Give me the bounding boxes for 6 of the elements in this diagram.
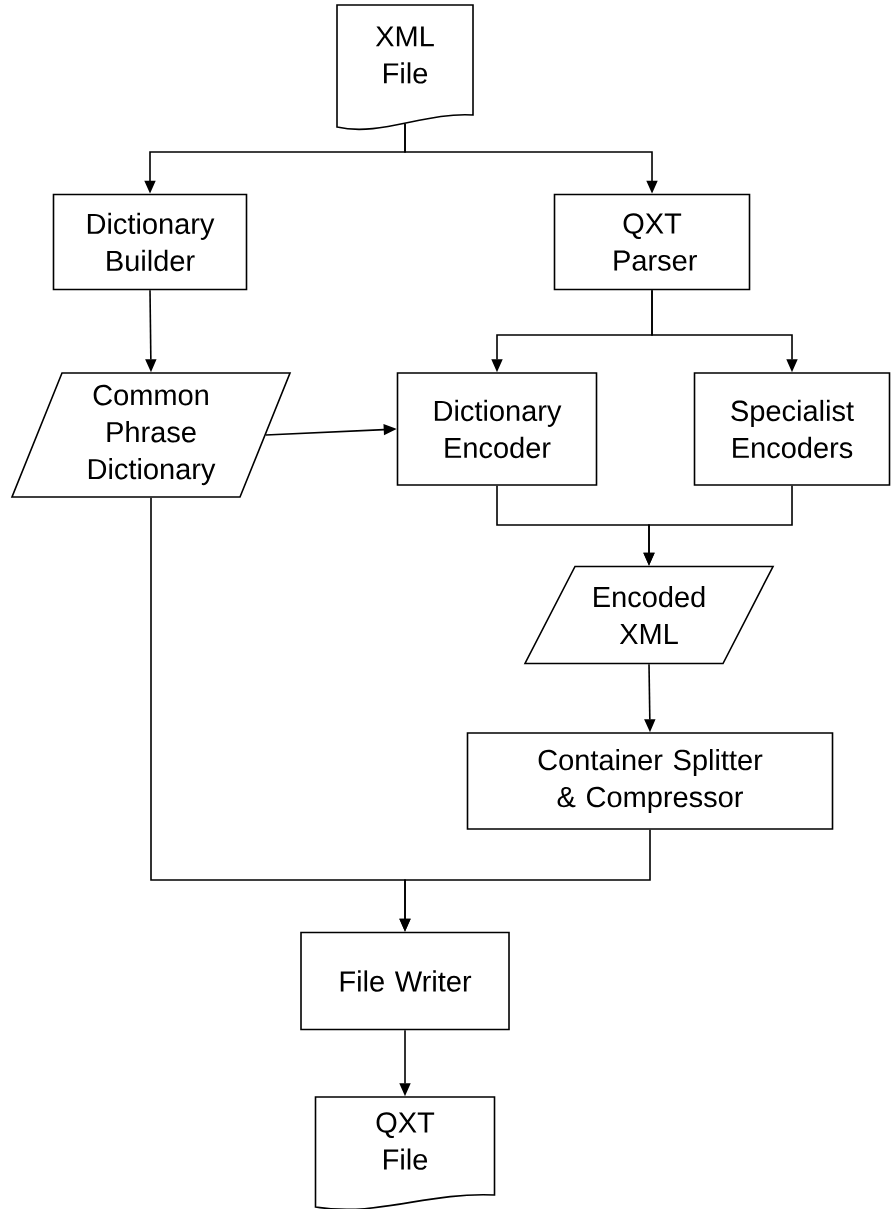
- process-box: File Writer: [300, 931, 510, 1031]
- process-box: QXT Parser: [553, 193, 751, 291]
- process-box: Dictionary Encoder: [396, 372, 598, 486]
- process-box: Dictionary Builder: [52, 193, 248, 291]
- process-box: Specialist Encoders: [693, 372, 891, 486]
- process-box: Container Splitter & Compressor: [466, 732, 834, 830]
